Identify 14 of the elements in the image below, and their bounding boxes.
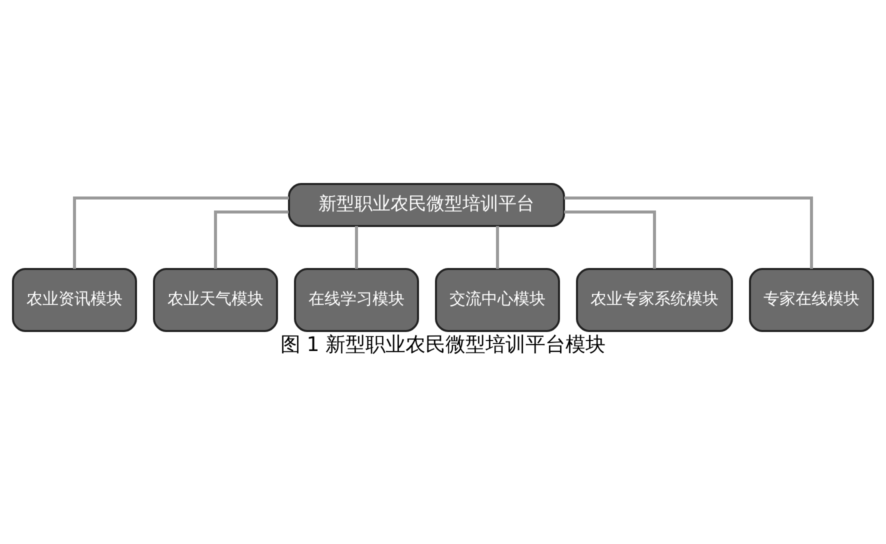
node-box: 交流中心模块 xyxy=(435,268,560,332)
connector xyxy=(355,226,358,268)
connector xyxy=(564,196,813,268)
connector xyxy=(496,226,499,268)
caption: 图 1 新型职业农民微型培训平台模块 xyxy=(280,332,606,356)
node-box: 农业专家系统模块 xyxy=(576,268,733,332)
node-box: 在线学习模块 xyxy=(294,268,419,332)
node-box: 专家在线模块 xyxy=(749,268,874,332)
connector xyxy=(73,196,289,268)
node-box: 农业天气模块 xyxy=(153,268,278,332)
node-box: 新型职业农民微型培训平台 xyxy=(288,182,565,226)
connector xyxy=(564,210,656,268)
connector xyxy=(214,210,289,268)
node-box: 农业资讯模块 xyxy=(12,268,137,332)
